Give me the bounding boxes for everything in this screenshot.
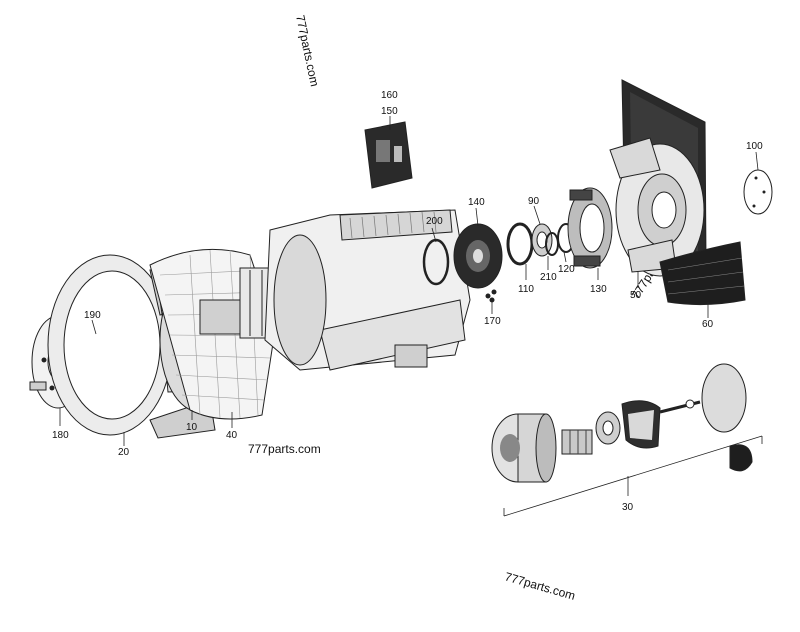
cover-disc-100 — [743, 169, 773, 215]
watermark-bottom: 777parts.com — [503, 569, 577, 602]
callout-120: 120 — [558, 264, 575, 275]
stator-frame — [264, 209, 471, 371]
callout-180: 180 — [52, 430, 69, 441]
watermark-top: 777parts.com — [293, 14, 322, 88]
callout-20: 20 — [118, 447, 130, 458]
grille-60 — [659, 241, 746, 306]
regulator-board-150 — [364, 121, 413, 189]
bearing-90 — [531, 223, 553, 257]
callout-60: 60 — [702, 319, 714, 330]
leader-lines — [59, 116, 759, 446]
screws-170 — [485, 289, 497, 303]
circlip-200 — [422, 238, 450, 286]
callout-90: 90 — [528, 196, 540, 207]
bearing-110 — [506, 222, 534, 266]
callout-160: 160 — [381, 90, 398, 101]
callout-190: 190 — [84, 310, 101, 321]
exciter-stator-130 — [567, 187, 613, 269]
callout-140: 140 — [468, 197, 485, 208]
callout-labels: 160 150 100 200 140 90 210 120 110 130 5… — [52, 90, 763, 513]
callout-50: 50 — [630, 290, 642, 301]
pmg-assembly-30 — [491, 363, 753, 483]
callout-100: 100 — [746, 141, 763, 152]
group-bracket-30 — [503, 435, 763, 517]
callout-30: 30 — [622, 502, 634, 513]
callout-150: 150 — [381, 106, 398, 117]
callout-210: 210 — [540, 272, 557, 283]
exciter-rotor-140 — [453, 223, 503, 289]
callout-10: 10 — [186, 422, 198, 433]
callout-170: 170 — [484, 316, 501, 327]
callout-110: 110 — [518, 284, 534, 295]
callout-200: 200 — [426, 216, 443, 227]
watermark-middle: 777parts.com — [248, 442, 321, 456]
callout-130: 130 — [590, 284, 607, 295]
callout-40: 40 — [226, 430, 238, 441]
